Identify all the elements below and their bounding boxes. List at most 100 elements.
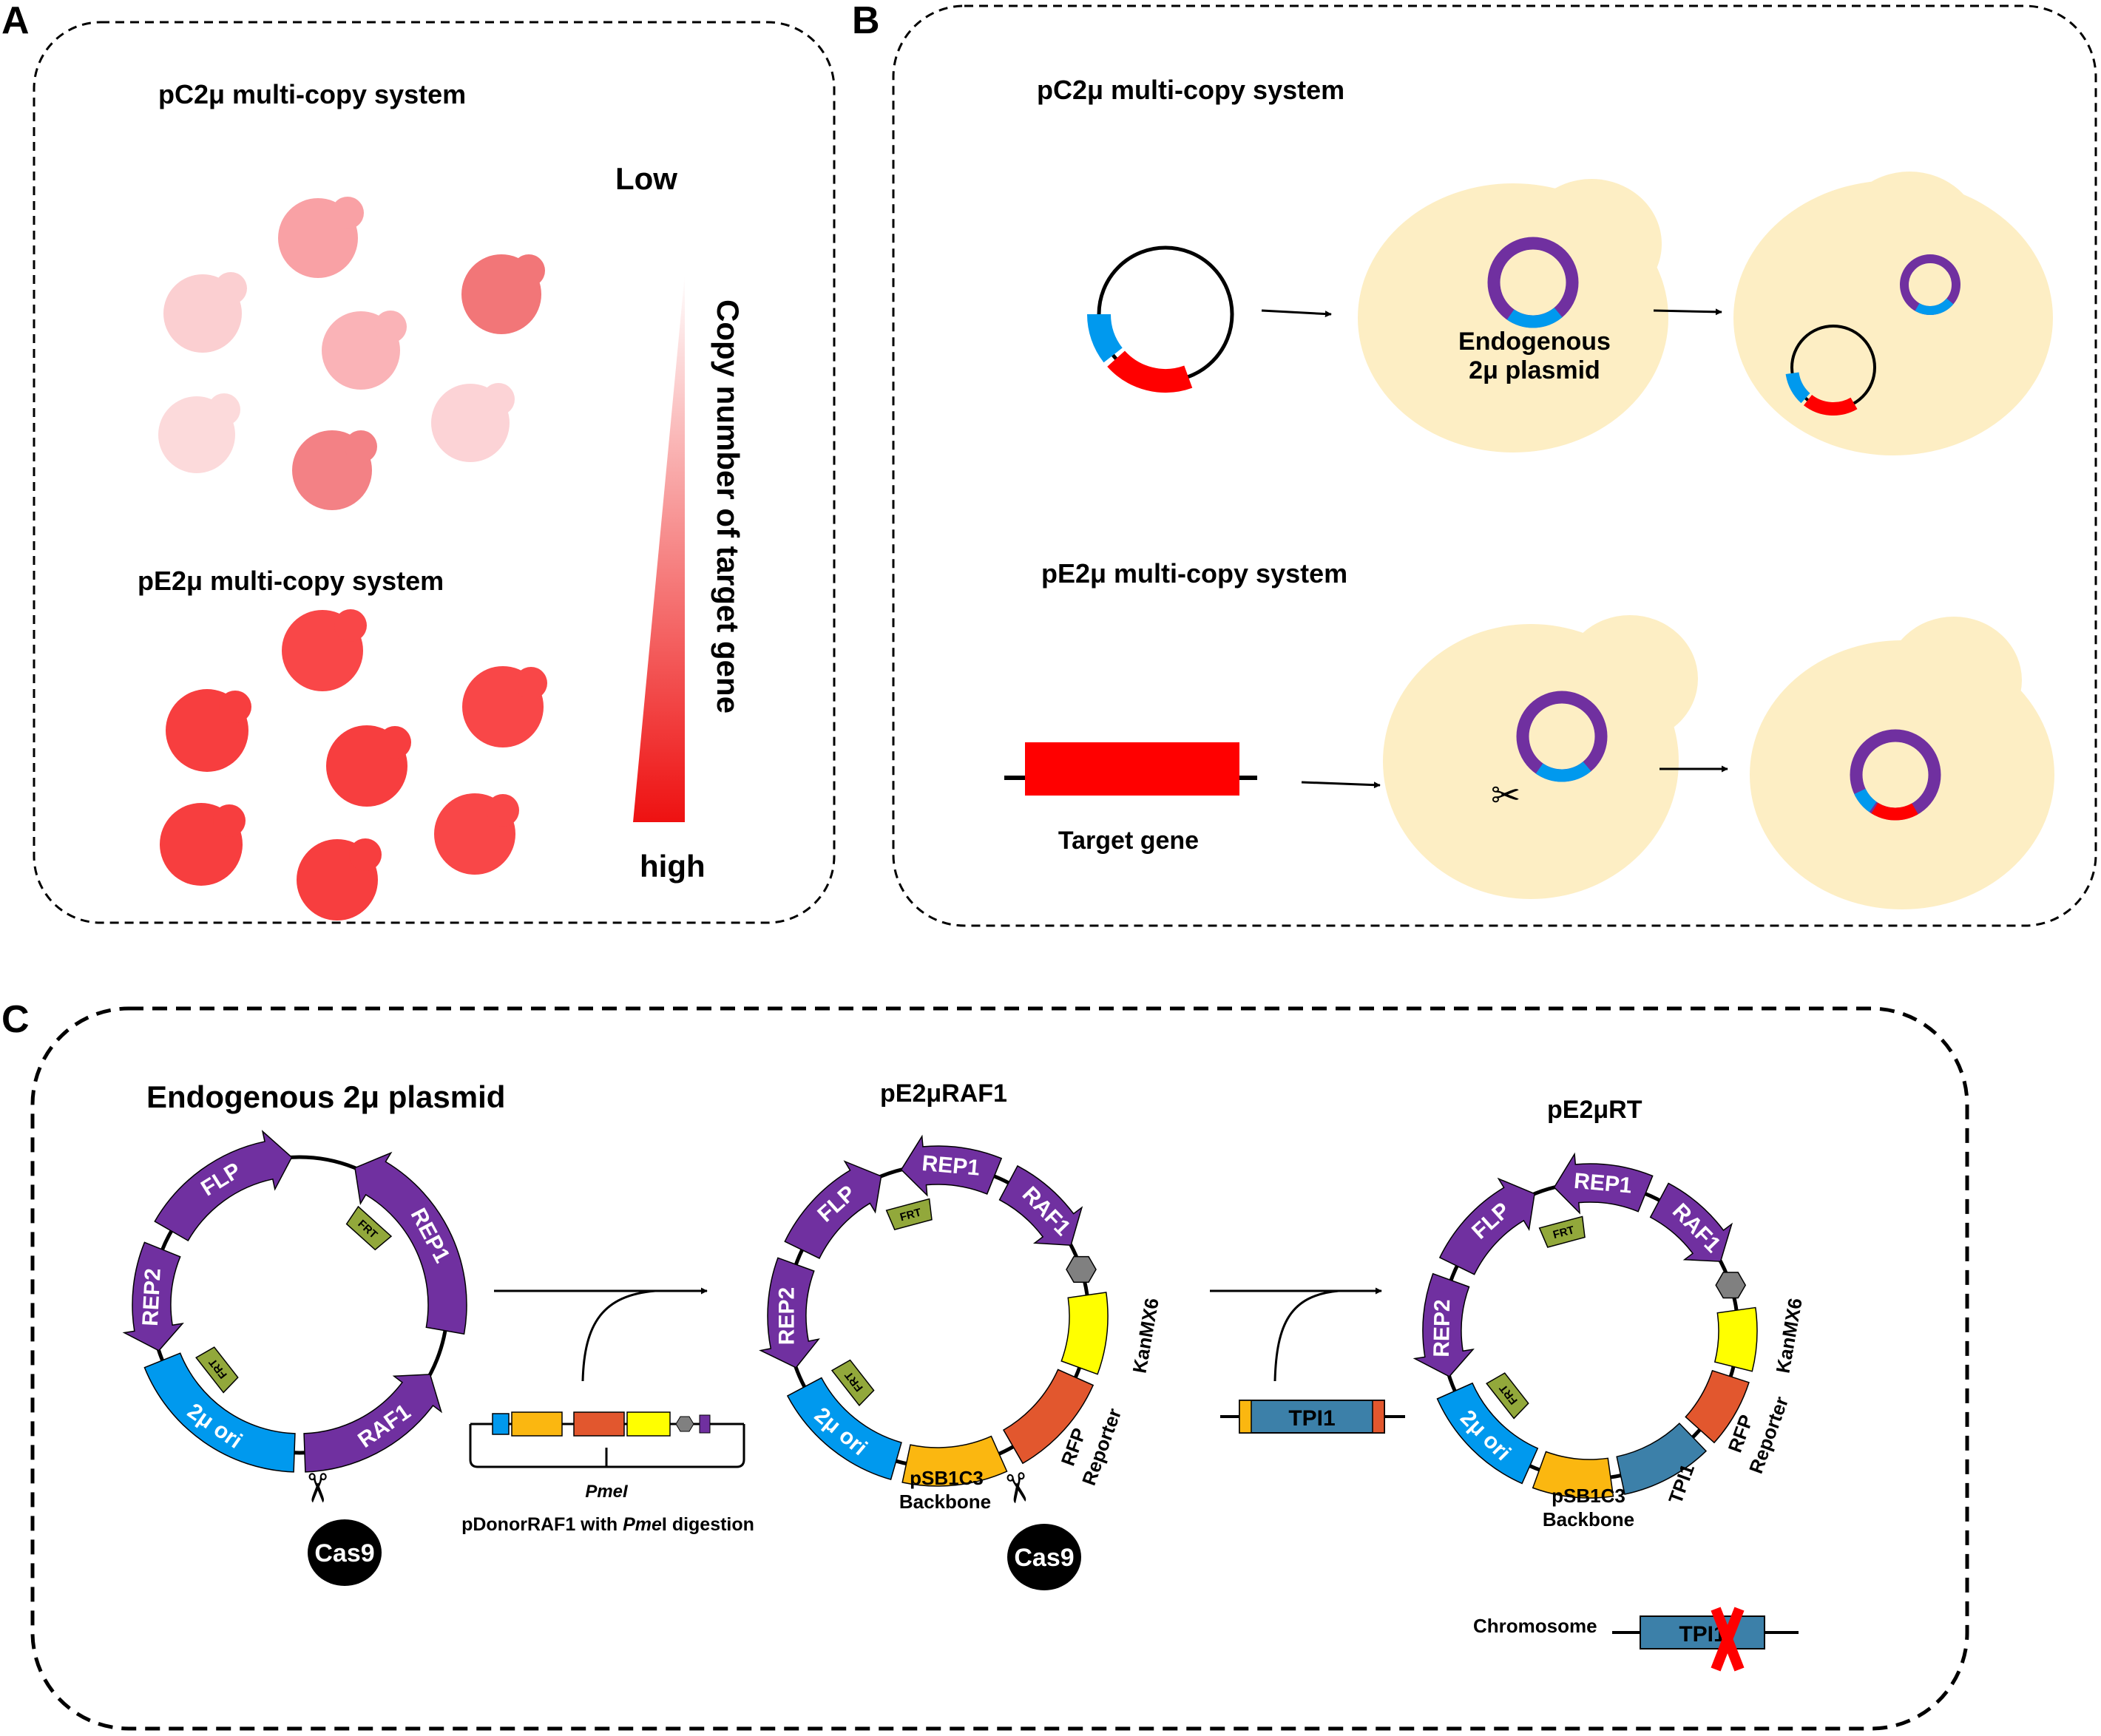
donor-blue-fragment bbox=[492, 1413, 510, 1435]
rep1-segment bbox=[1553, 1152, 1654, 1215]
rfp-segment bbox=[1685, 1369, 1750, 1444]
yeast-cell bbox=[163, 272, 247, 353]
chromosome-tpi1-knockout: Chromosome TPI1 bbox=[1473, 1607, 1799, 1672]
yeast-cell bbox=[326, 725, 411, 807]
copy-number-gradient bbox=[633, 274, 685, 822]
rep2-label: REP2 bbox=[775, 1287, 799, 1345]
rep1-segment bbox=[354, 1151, 467, 1335]
title-pe2uraf1: pE2μRAF1 bbox=[880, 1079, 1007, 1108]
flp-segment bbox=[784, 1160, 882, 1259]
cas9-badge bbox=[1007, 1524, 1081, 1590]
gradient-low-label: Low bbox=[615, 161, 677, 196]
yeast-cell bbox=[278, 197, 364, 278]
panel-a: A pC2μ multi-copy system pE2μ multi-copy… bbox=[1, 0, 836, 924]
frt-site: FRT bbox=[1538, 1215, 1586, 1248]
gradient-high-label: high bbox=[640, 849, 706, 884]
raf1-segment bbox=[1649, 1182, 1733, 1262]
kanmx6-segment bbox=[1060, 1292, 1109, 1375]
backbone-segment bbox=[901, 1435, 1008, 1487]
endogenous-2u-blue-segment bbox=[1915, 298, 1954, 315]
frt-site: FRT bbox=[195, 1346, 239, 1394]
yeast-cell bbox=[431, 383, 515, 462]
tpi1-segment bbox=[1616, 1423, 1708, 1495]
pe2u-cells bbox=[160, 609, 547, 920]
integrated-red-segment bbox=[1871, 802, 1918, 821]
yeast-cell bbox=[158, 393, 240, 473]
arrow bbox=[1301, 781, 1381, 789]
donor-promoter-fragment bbox=[675, 1416, 694, 1432]
panel-a-title-pe2u: pE2μ multi-copy system bbox=[138, 566, 444, 596]
pc2u-cells bbox=[158, 197, 545, 510]
rep2-label: REP2 bbox=[1430, 1299, 1455, 1357]
rep2-label: REP2 bbox=[138, 1268, 166, 1327]
knockout-cross-icon bbox=[1711, 1607, 1745, 1672]
endogenous-2u-blue-segment bbox=[1854, 788, 1877, 813]
backbone-label-line2: Backbone bbox=[1543, 1508, 1634, 1530]
donor-raf1-fragment bbox=[699, 1414, 711, 1434]
title-endogenous-2u-plasmid: Endogenous 2μ plasmid bbox=[146, 1079, 505, 1114]
yeast-cell bbox=[322, 311, 407, 390]
kanmx6-label: KanMX6 bbox=[1128, 1296, 1163, 1374]
donor-caption: pDonorRAF1 with PmeI digestion bbox=[461, 1514, 754, 1535]
backbone-label-line1: pSB1C3 bbox=[910, 1467, 984, 1489]
title-pe2urt: pE2μRT bbox=[1547, 1096, 1642, 1124]
panel-b-title-pc2u: pC2μ multi-copy system bbox=[1037, 75, 1344, 105]
panel-c-border bbox=[30, 1006, 1969, 1731]
rep2-segment bbox=[122, 1241, 184, 1352]
pmei-site-label: PmeI bbox=[585, 1482, 629, 1502]
endogenous-label-line2: 2μ plasmid bbox=[1469, 356, 1600, 384]
frt-site: FRT bbox=[885, 1198, 933, 1230]
cas9-marker: ✂ Cas9 bbox=[992, 1468, 1081, 1590]
yeast-cell-cut-plasmid: ✂ bbox=[1383, 615, 1698, 899]
tpi1-fragment-label: TPI1 bbox=[1288, 1406, 1335, 1431]
rep1-label: REP1 bbox=[921, 1151, 981, 1181]
scissors-icon: ✂ bbox=[294, 1471, 339, 1505]
arrow bbox=[1261, 309, 1332, 318]
frt-site: FRT bbox=[345, 1205, 393, 1251]
raf1-segment bbox=[998, 1164, 1083, 1247]
panel-b: B pC2μ multi-copy system pE2μ multi-copy… bbox=[852, 0, 2097, 927]
gradient-axis-label: Copy number of target gene bbox=[711, 299, 745, 713]
yeast-cell-integrated bbox=[1750, 617, 2054, 909]
panel-a-border bbox=[33, 21, 836, 924]
panel-a-title-pc2u: pC2μ multi-copy system bbox=[158, 79, 466, 109]
yeast-cell bbox=[292, 430, 377, 510]
backbone-segment bbox=[1532, 1451, 1614, 1499]
endogenous-2u-blue-segment bbox=[1535, 761, 1591, 782]
yeast-cell bbox=[282, 609, 367, 691]
cas9-label: Cas9 bbox=[314, 1539, 374, 1567]
yeast-cell-endogenous: Endogenous 2μ plasmid bbox=[1358, 179, 1668, 452]
panel-b-title-pe2u: pE2μ multi-copy system bbox=[1041, 558, 1347, 589]
kanmx6-label: KanMX6 bbox=[1771, 1296, 1806, 1374]
target-gene-fragment: Target gene bbox=[1004, 742, 1257, 855]
chromosome-label: Chromosome bbox=[1473, 1615, 1597, 1637]
yeast-cell bbox=[462, 666, 547, 747]
plasmid-red-segment bbox=[1803, 394, 1858, 416]
yeast-cell bbox=[434, 793, 519, 875]
donor-rfp-fragment bbox=[573, 1411, 625, 1437]
plasmid-blue-segment bbox=[1087, 313, 1123, 363]
donor-backbone-fragment bbox=[511, 1411, 563, 1437]
tpi1-fragment: TPI1 bbox=[1220, 1400, 1405, 1434]
backbone-label-line2: Backbone bbox=[899, 1491, 991, 1513]
cas9-badge bbox=[308, 1519, 382, 1586]
donor-plasmid-pdonorraf1: PmeI pDonorRAF1 with PmeI digestion bbox=[461, 1411, 754, 1535]
scissors-icon: ✂ bbox=[1491, 776, 1520, 816]
yeast-cell-two-plasmids bbox=[1733, 172, 2053, 455]
yeast-cell bbox=[461, 254, 545, 334]
plasmid-blue-segment bbox=[1785, 372, 1810, 404]
rfp-segment bbox=[1002, 1369, 1095, 1465]
ori-segment bbox=[143, 1352, 296, 1473]
backbone-label-line1: pSB1C3 bbox=[1552, 1485, 1625, 1507]
panel-c: C Endogenous 2μ plasmid pE2μRAF1 pE2μRT … bbox=[1, 998, 1969, 1731]
rep2-segment bbox=[759, 1257, 820, 1369]
cas9-marker: ✂ Cas9 bbox=[294, 1471, 382, 1586]
arrow bbox=[1653, 308, 1722, 316]
ori-segment bbox=[1436, 1382, 1539, 1485]
rep2-segment bbox=[1412, 1272, 1475, 1377]
panel-b-label: B bbox=[852, 0, 880, 42]
